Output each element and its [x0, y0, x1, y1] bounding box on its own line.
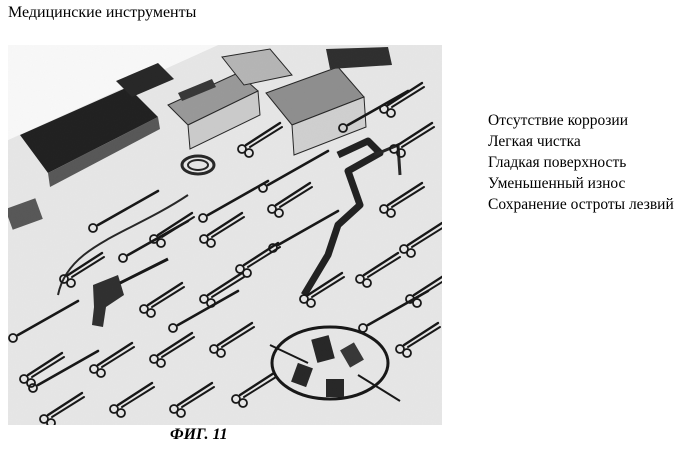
- feature-item: Гладкая поверхность: [488, 152, 674, 173]
- medical-instruments-photo: [8, 45, 442, 425]
- feature-item: Уменьшенный износ: [488, 173, 674, 194]
- document-title: Медицинские инструменты: [8, 4, 196, 22]
- feature-list: Отсутствие коррозии Легкая чистка Гладка…: [488, 110, 674, 215]
- feature-item: Отсутствие коррозии: [488, 110, 674, 131]
- feature-item: Легкая чистка: [488, 131, 674, 152]
- figure-caption: ФИГ. 11: [170, 426, 228, 444]
- feature-item: Сохранение остроты лезвий: [488, 194, 674, 215]
